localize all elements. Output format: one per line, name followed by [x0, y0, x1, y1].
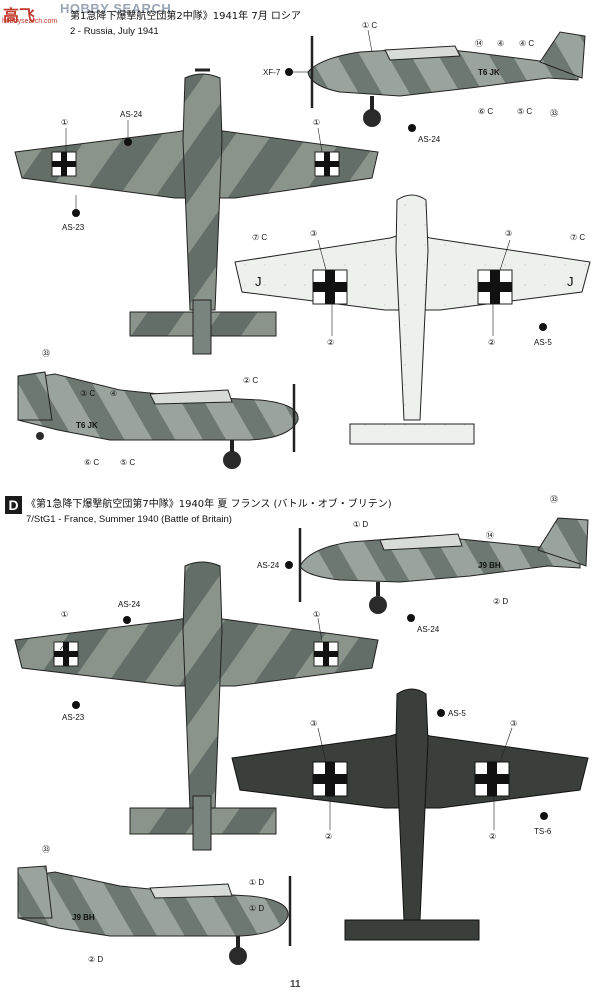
- callout-c-as23: AS-23: [62, 223, 85, 232]
- section-c-title-jp: 第1急降下爆撃航空団第2中隊》1941年 7月 ロシア: [70, 11, 301, 22]
- callout-c-as24-side: AS-24: [418, 135, 441, 144]
- d-under-cross-left: [312, 761, 348, 797]
- callout-c-4-a: ④: [497, 39, 504, 48]
- callout-c-14: ⑭: [475, 39, 483, 48]
- section-d-title-en: 7/StG1 - France, Summer 1940 (Battle of …: [26, 514, 232, 525]
- callout-c-5c-upper: ⑤ C: [517, 107, 532, 116]
- section-c-title-en: 2 - Russia, July 1941: [70, 26, 159, 37]
- callout-c-2-right: ②: [488, 338, 495, 347]
- callout-d-as24-top: AS-24: [118, 600, 141, 609]
- callout-d-1d-upper: ① D: [353, 520, 368, 529]
- callout-d-1-right: ①: [313, 610, 320, 619]
- callout-c-33-upper: ㉝: [550, 109, 558, 118]
- callout-c-3-right: ③: [505, 229, 512, 238]
- callout-d-as23: AS-23: [62, 713, 85, 722]
- watermark-logo: 高飞: [3, 6, 36, 25]
- callout-c-6c-upper: ⑥ C: [478, 107, 493, 116]
- callout-d-33-lower: ㉝: [42, 845, 50, 854]
- callout-c-33-lower: ㉝: [42, 349, 50, 358]
- callout-d-1d-lower-b: ① D: [249, 904, 264, 913]
- d-under-view: [231, 688, 589, 941]
- callout-d-2-left: ②: [325, 832, 332, 841]
- d-lower-fuselage-code: J9 BH: [72, 913, 95, 922]
- callout-d-ts6: TS-6: [534, 827, 552, 836]
- callout-d-14: ⑭: [486, 531, 494, 540]
- callout-c-2-left: ②: [327, 338, 334, 347]
- d-top-cross-left: [53, 641, 79, 667]
- watermark-site: HOBBY SEARCH: [60, 1, 172, 16]
- callout-c-6c-lower: ⑥ C: [84, 458, 99, 467]
- d-side-view-upper: J9 BH: [298, 517, 589, 614]
- callout-c-4-lower: ④: [110, 389, 117, 398]
- callout-d-as24-side-a: AS-24: [257, 561, 280, 570]
- callout-c-1c: ① C: [362, 21, 377, 30]
- callout-d-33-upper: ㉝: [550, 495, 558, 504]
- callout-c-2c: ② C: [243, 376, 258, 385]
- watermark: 高飞 HOBBY SEARCH hobbysearch.com: [0, 0, 230, 26]
- c-lower-fuselage-code: T6 JK: [76, 421, 98, 430]
- d-top-cross-right: [313, 641, 339, 667]
- c-side-view-lower: T6 JK: [17, 371, 299, 469]
- callout-d-3-left: ③: [310, 719, 317, 728]
- callout-d-2-right: ②: [489, 832, 496, 841]
- c-fuselage-code: T6 JK: [478, 68, 500, 77]
- callout-d-2d-upper: ② D: [493, 597, 508, 606]
- callout-d-3-right: ③: [510, 719, 517, 728]
- d-side-view-lower: J9 BH: [17, 865, 292, 965]
- callout-c-7c-right: ⑦ C: [570, 233, 585, 242]
- callout-d-2d-lower: ② D: [88, 955, 103, 964]
- section-d-badge: D: [5, 496, 22, 514]
- callout-c-as24-top: AS-24: [120, 110, 143, 119]
- d-top-view: [14, 561, 379, 851]
- callout-c-4c: ④ C: [519, 39, 534, 48]
- callout-d-as5: AS-5: [448, 709, 466, 718]
- callout-c-7c-left: ⑦ C: [252, 233, 267, 242]
- callout-c-1-left: ①: [61, 118, 68, 127]
- watermark-sub: hobbysearch.com: [2, 18, 58, 25]
- callout-c-3c: ③ C: [80, 389, 95, 398]
- callout-d-1-left: ①: [61, 610, 68, 619]
- c-under-cross-right: [477, 269, 513, 305]
- callout-c-3-left: ③: [310, 229, 317, 238]
- page-number: 11: [290, 979, 301, 990]
- c-top-view: [14, 68, 379, 355]
- d-under-cross-right: [474, 761, 510, 797]
- c-under-j-right: J: [567, 274, 574, 289]
- c-under-view: J J: [234, 194, 591, 445]
- c-side-view-upper: T6 JK: [307, 31, 586, 127]
- c-top-cross-left: [51, 151, 77, 177]
- section-d-title-jp: 《第1急降下爆撃航空団第7中隊》1940年 夏 フランス (バトル・オブ・ブリテ…: [26, 499, 392, 510]
- callout-c-1-right: ①: [313, 118, 320, 127]
- callout-c-as5: AS-5: [534, 338, 552, 347]
- c-under-cross-left: [312, 269, 348, 305]
- c-top-cross-right: [314, 151, 340, 177]
- callout-c-xf7: XF-7: [263, 68, 281, 77]
- callout-d-1d-lower: ① D: [249, 878, 264, 887]
- callout-d-as24-side-b: AS-24: [417, 625, 440, 634]
- c-under-j-left: J: [255, 274, 262, 289]
- callout-c-5c-lower: ⑤ C: [120, 458, 135, 467]
- d-fuselage-code: J9 BH: [478, 561, 501, 570]
